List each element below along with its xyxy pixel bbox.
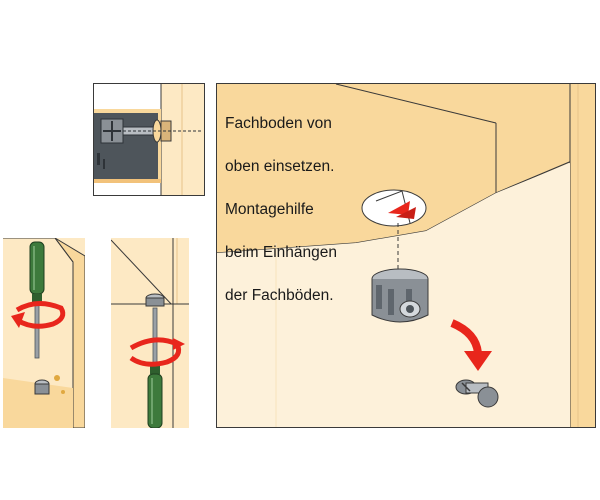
instruction-caption: Fachboden von oben einsetzen. Montagehil…	[225, 91, 385, 306]
red-rotation-arrow-icon	[129, 337, 185, 367]
red-insert-arrow-icon	[388, 201, 416, 219]
screw-in-from-top-panel	[3, 238, 85, 428]
shelf-insertion-main-panel: Fachboden von oben einsetzen. Montagehil…	[216, 83, 596, 428]
red-down-arrow-icon	[450, 319, 492, 371]
connecting-bolt-icon	[455, 379, 499, 408]
connector-housing-icon	[371, 268, 429, 323]
caption-line-4: beim Einhängen	[225, 243, 338, 261]
caption-line-1: Fachboden von	[225, 114, 332, 132]
screw-in-from-below-drawing	[111, 238, 189, 428]
red-rotation-arrow-icon	[11, 301, 66, 329]
shelf-insertion-drawing	[216, 83, 596, 428]
screw-in-from-top-drawing	[3, 238, 85, 428]
screwdriver-icon	[29, 241, 45, 359]
screw-in-from-below-panel	[111, 238, 189, 428]
cross-section-detail-panel	[93, 83, 205, 196]
caption-line-5: der Fachböden.	[225, 286, 334, 304]
cross-section-drawing	[93, 83, 205, 196]
caption-line-2: oben einsetzen.	[225, 157, 335, 175]
caption-line-3: Montagehilfe	[225, 200, 314, 218]
